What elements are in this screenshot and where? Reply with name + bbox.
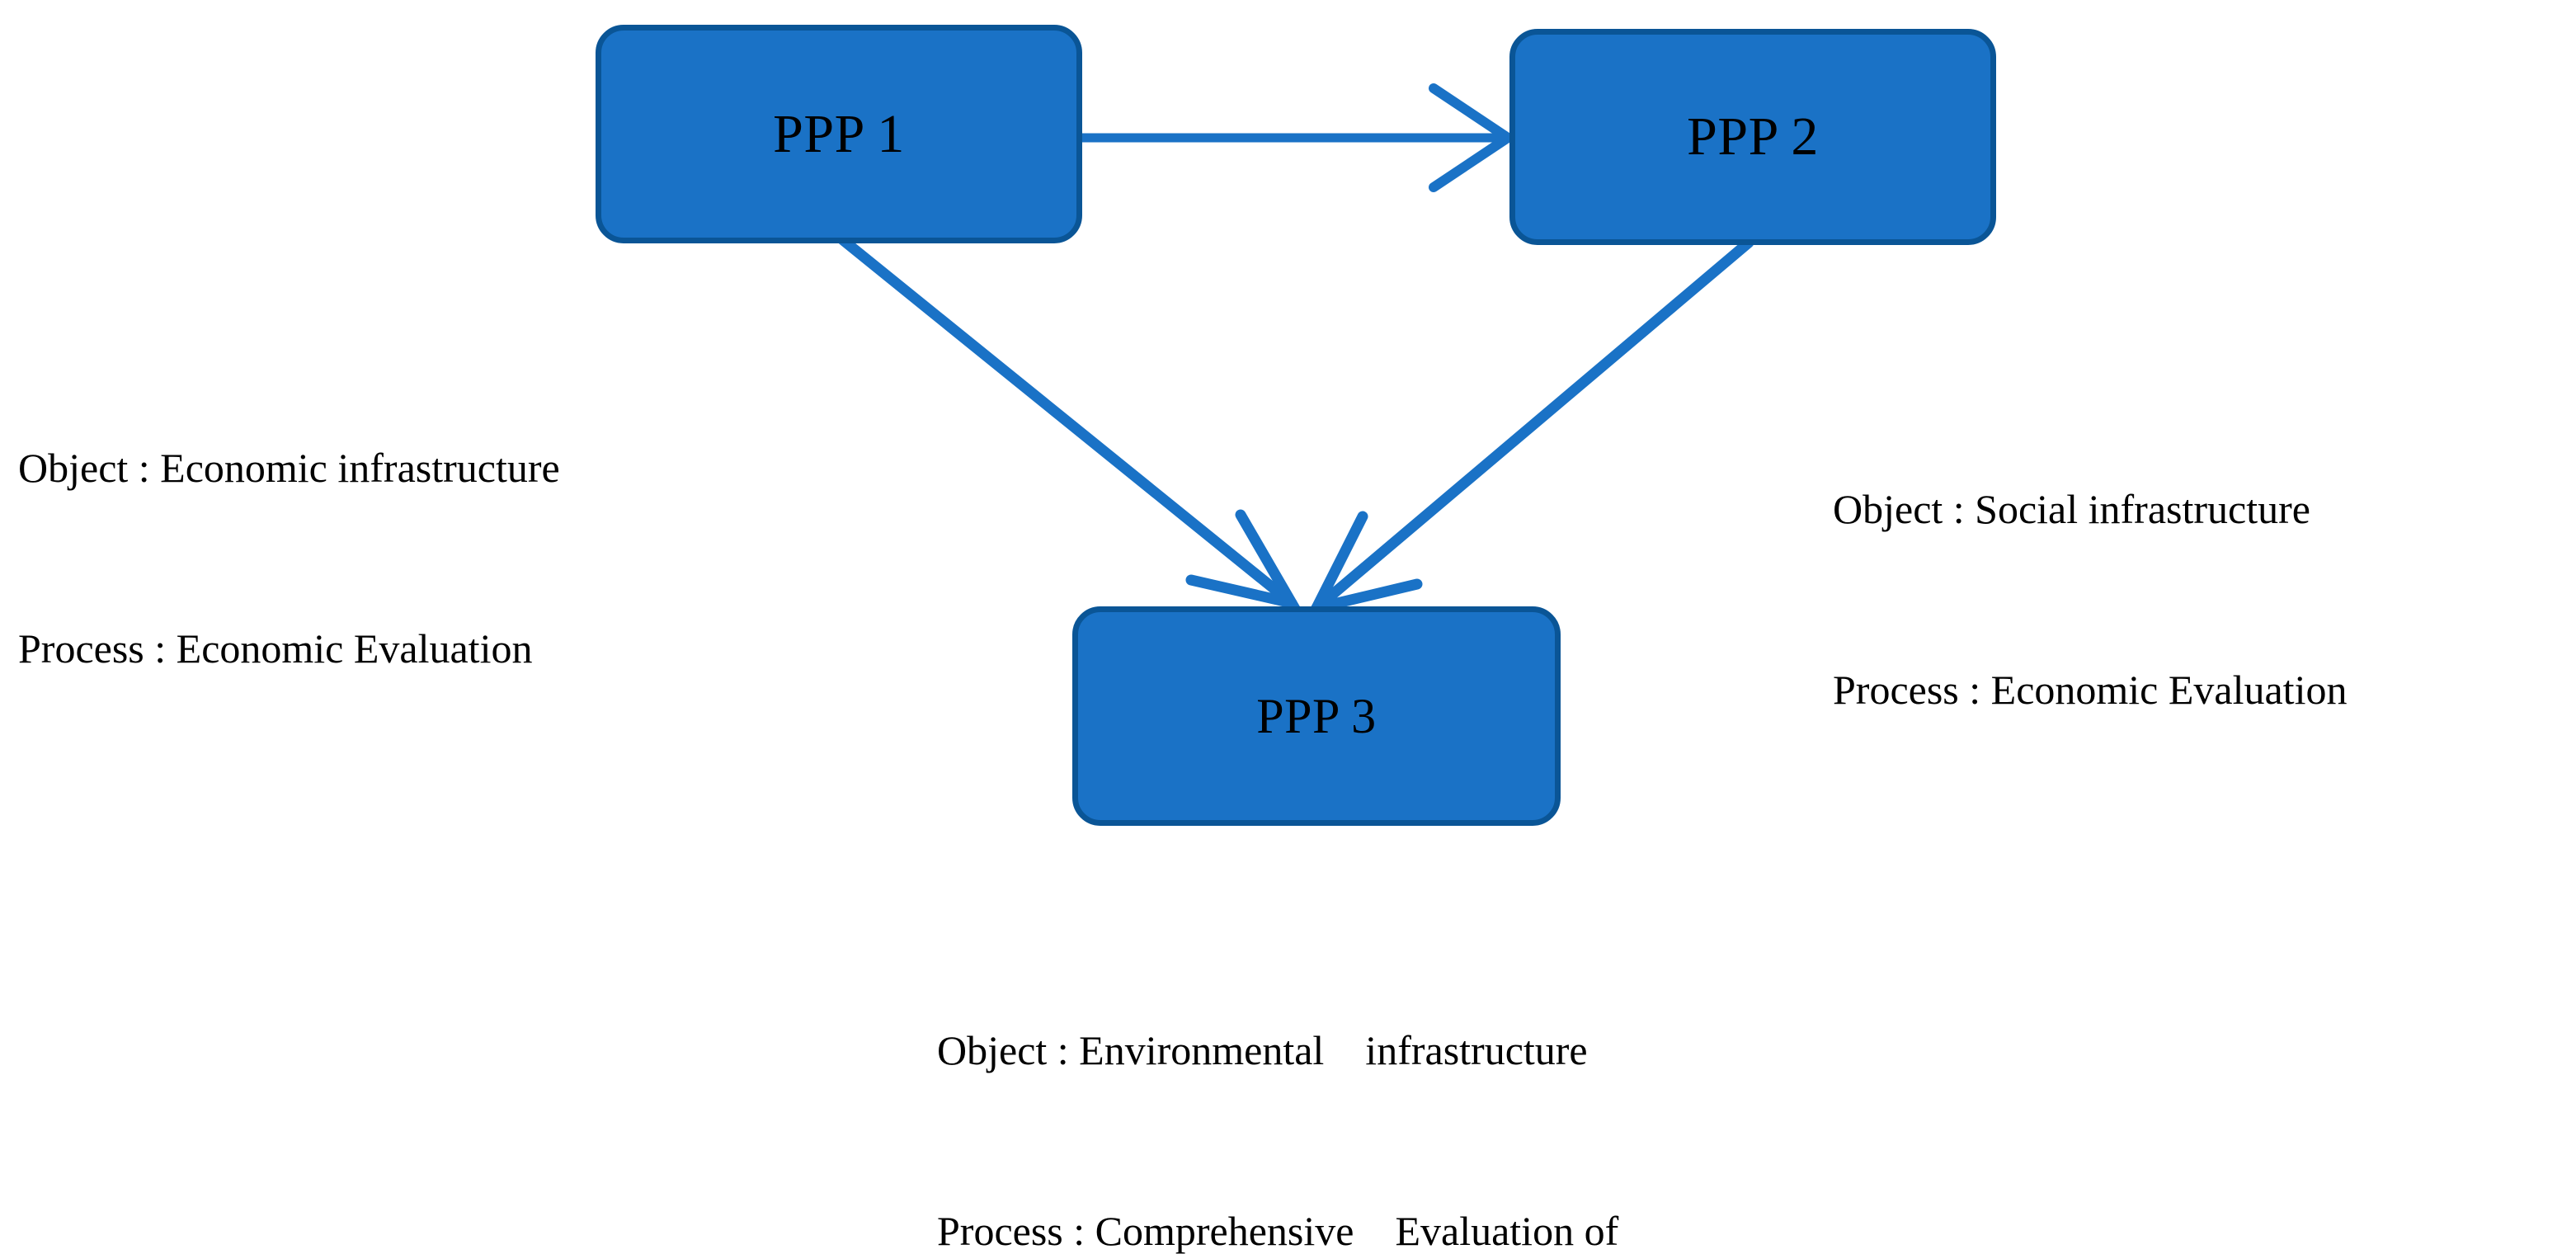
node-ppp3-label: PPP 3 bbox=[1256, 689, 1377, 743]
edge-ppp1-to-ppp3 bbox=[837, 234, 1303, 611]
edge-ppp2-to-ppp3 bbox=[1306, 237, 1754, 616]
node-ppp3[interactable]: PPP 3 bbox=[1072, 606, 1561, 826]
node-ppp1[interactable]: PPP 1 bbox=[596, 25, 1082, 243]
arrowhead-ppp3-left bbox=[1185, 509, 1303, 611]
annotation-ppp1-process: Process : Economic Evaluation bbox=[18, 625, 533, 672]
arrowhead-ppp2 bbox=[1429, 83, 1517, 192]
annotation-ppp3-object: Object : Environmental infrastructure bbox=[937, 1027, 1588, 1073]
edge-ppp1-to-ppp2 bbox=[1077, 83, 1517, 192]
annotation-ppp2: Object : Social infrastructure Process :… bbox=[1833, 406, 2347, 793]
node-ppp2[interactable]: PPP 2 bbox=[1509, 29, 1996, 245]
annotation-ppp3: Object : Environmental infrastructure Pr… bbox=[937, 947, 1618, 1254]
annotation-ppp3-process: Process : Comprehensive Evaluation of bbox=[937, 1208, 1619, 1254]
annotation-ppp1: Object : Economic infrastructure Process… bbox=[18, 365, 560, 752]
node-ppp1-label: PPP 1 bbox=[773, 103, 905, 164]
edge-line bbox=[837, 234, 1297, 609]
annotation-ppp2-object: Object : Social infrastructure bbox=[1833, 486, 2310, 532]
annotation-ppp1-object: Object : Economic infrastructure bbox=[18, 445, 560, 491]
node-ppp2-label: PPP 2 bbox=[1687, 106, 1819, 167]
annotation-ppp2-process: Process : Economic Evaluation bbox=[1833, 667, 2348, 713]
arrowhead-ppp3-right bbox=[1306, 511, 1423, 616]
edge-line bbox=[1311, 237, 1754, 614]
